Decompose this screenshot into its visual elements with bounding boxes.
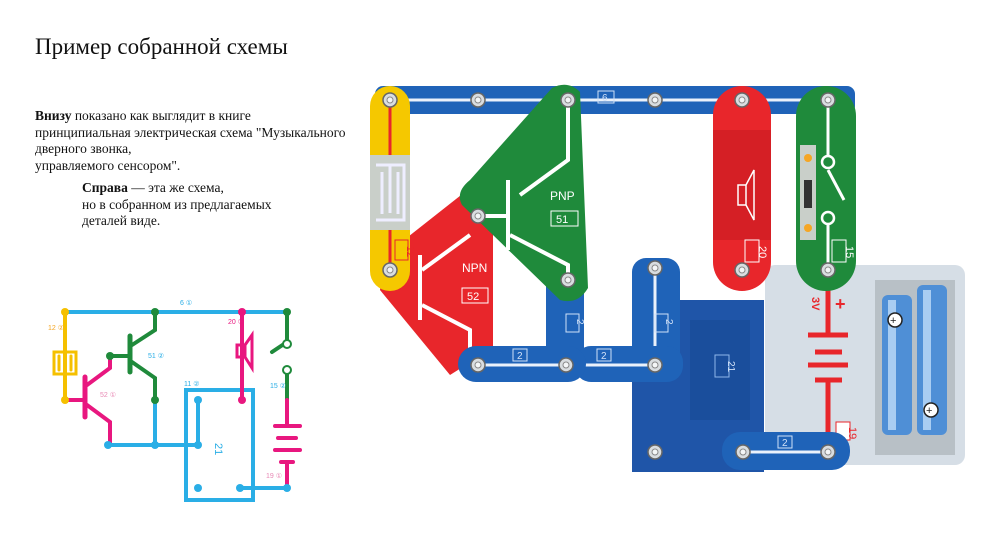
right-note-line: — эта же схема, <box>127 180 224 195</box>
right-note-paragraph: Справа — эта же схема, но в собранном из… <box>82 180 342 230</box>
snap-center <box>564 96 572 104</box>
right-note-bold: Справа <box>82 180 128 195</box>
svg-text:+: + <box>926 405 932 417</box>
snap-center <box>386 266 394 274</box>
npn-label: NPN <box>462 261 487 275</box>
schematic-label: 51 ② <box>148 352 164 360</box>
schematic-label: 52 ① <box>100 391 116 399</box>
snap-center <box>651 264 659 272</box>
switch-id: 15 <box>843 246 855 258</box>
snap-center <box>474 212 482 220</box>
snap-center <box>564 276 572 284</box>
snap-center <box>738 96 746 104</box>
schematic-label: 19 ① <box>266 472 282 480</box>
pnp-label: PNP <box>550 189 575 203</box>
snap-center <box>651 448 659 456</box>
snap-center <box>562 361 570 369</box>
page-title: Пример собранной схемы <box>35 34 288 59</box>
wire-label: 2 <box>782 438 788 449</box>
battery-holder: + + + 3V 19 <box>765 265 965 465</box>
speaker-id: 20 <box>756 246 768 258</box>
svg-text:+: + <box>890 315 896 327</box>
intro-line: принципиальная электрическая схема "Музы… <box>35 124 346 140</box>
schematic-label: 20 ② <box>228 318 244 326</box>
wire-label: 2 <box>663 319 674 325</box>
right-note-line: деталей виде. <box>82 213 161 228</box>
schematic-label: 12 ② <box>48 324 64 332</box>
schematic-label: 21 <box>212 443 224 455</box>
snap-center <box>824 96 832 104</box>
snap-center <box>824 266 832 274</box>
battery-id: 19 <box>846 427 858 439</box>
snap-center <box>824 448 832 456</box>
schematic-label: 11 ② <box>184 380 200 388</box>
snap-center <box>738 266 746 274</box>
touch-plate-id: 12 <box>404 246 415 258</box>
intro-line: дверного звонка, <box>35 141 132 156</box>
battery-plus: + <box>835 294 846 314</box>
intro-line: показано как выглядит в книге <box>71 108 251 123</box>
right-note-line: но в собранном из предлагаемых <box>82 196 272 212</box>
wire-label: 2 <box>601 351 607 362</box>
wire-label: 2 <box>517 351 523 362</box>
snap-center <box>651 96 659 104</box>
pnp-id: 51 <box>556 214 568 226</box>
npn-id: 52 <box>467 291 479 303</box>
wire-label: 2 <box>574 319 585 325</box>
schematic-label: 6 ① <box>180 299 192 307</box>
snap-center <box>651 361 659 369</box>
wire-6-label: 6 <box>602 93 608 104</box>
snap-center <box>474 361 482 369</box>
battery-voltage: 3V <box>809 297 821 311</box>
intro-paragraph: Внизу показано как выглядит в книге прин… <box>35 108 375 174</box>
intro-bold: Внизу <box>35 108 72 123</box>
intro-line: управляемого сенсором". <box>35 157 181 173</box>
schematic-label: 15 ② <box>270 382 286 390</box>
snap-center <box>474 96 482 104</box>
snap-connectors <box>382 92 836 460</box>
ic-label: 21 <box>725 361 736 373</box>
snap-center <box>739 448 747 456</box>
snap-center <box>386 96 394 104</box>
